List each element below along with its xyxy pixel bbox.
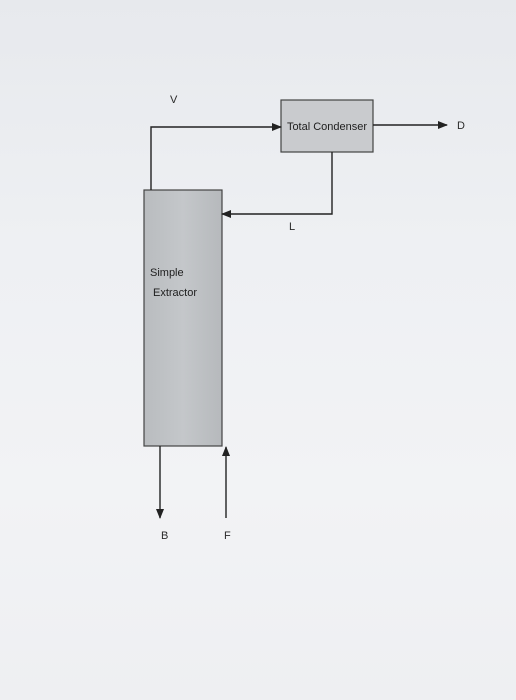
total-condenser-unit: Total Condenser [280,99,374,153]
distillate-stream: D [373,120,465,132]
distillate-label: D [457,120,465,132]
reflux-label: L [289,221,295,233]
extractor-label-line2: Extractor [153,287,197,299]
simple-extractor-unit: Simple Extractor [143,189,223,447]
condenser-box [280,99,374,153]
reflux-line [221,152,333,218]
extractor-label-line1: Simple [150,267,184,279]
feed-label: F [224,530,231,542]
extractor-column [143,189,223,447]
condenser-label: Total Condenser [287,121,367,133]
vapor-stream: V [150,94,282,190]
bottoms-label: B [161,530,168,542]
vapor-line [150,123,282,190]
bottoms-stream: B [156,446,168,542]
reflux-stream: L [221,152,333,233]
vapor-label: V [170,94,178,106]
feed-stream: F [222,446,231,542]
